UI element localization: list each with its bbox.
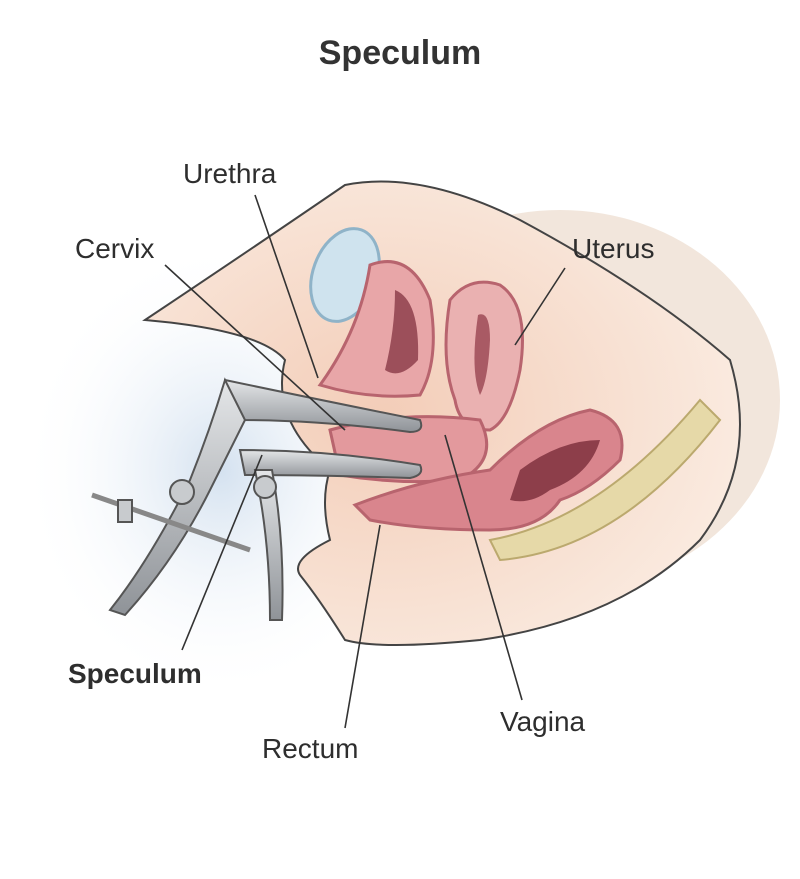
label-rectum: Rectum [262, 733, 359, 764]
speculum-instrument [91, 377, 423, 621]
rectum [352, 408, 624, 532]
spine [488, 398, 722, 562]
rectum-leader [344, 524, 381, 729]
uterus-leader [514, 267, 566, 346]
label-urethra: Urethra [183, 158, 277, 189]
label-cervix: Cervix [75, 233, 155, 264]
label-speculum: Speculum [68, 658, 202, 689]
speculum-leader [181, 454, 263, 651]
urethra-leader [254, 194, 319, 379]
label-vagina: Vagina [500, 706, 586, 737]
label-uterus: Uterus [572, 233, 655, 264]
vagina-leader [444, 434, 523, 701]
cervix-leader [164, 264, 346, 431]
page-title: Speculum [318, 34, 482, 72]
